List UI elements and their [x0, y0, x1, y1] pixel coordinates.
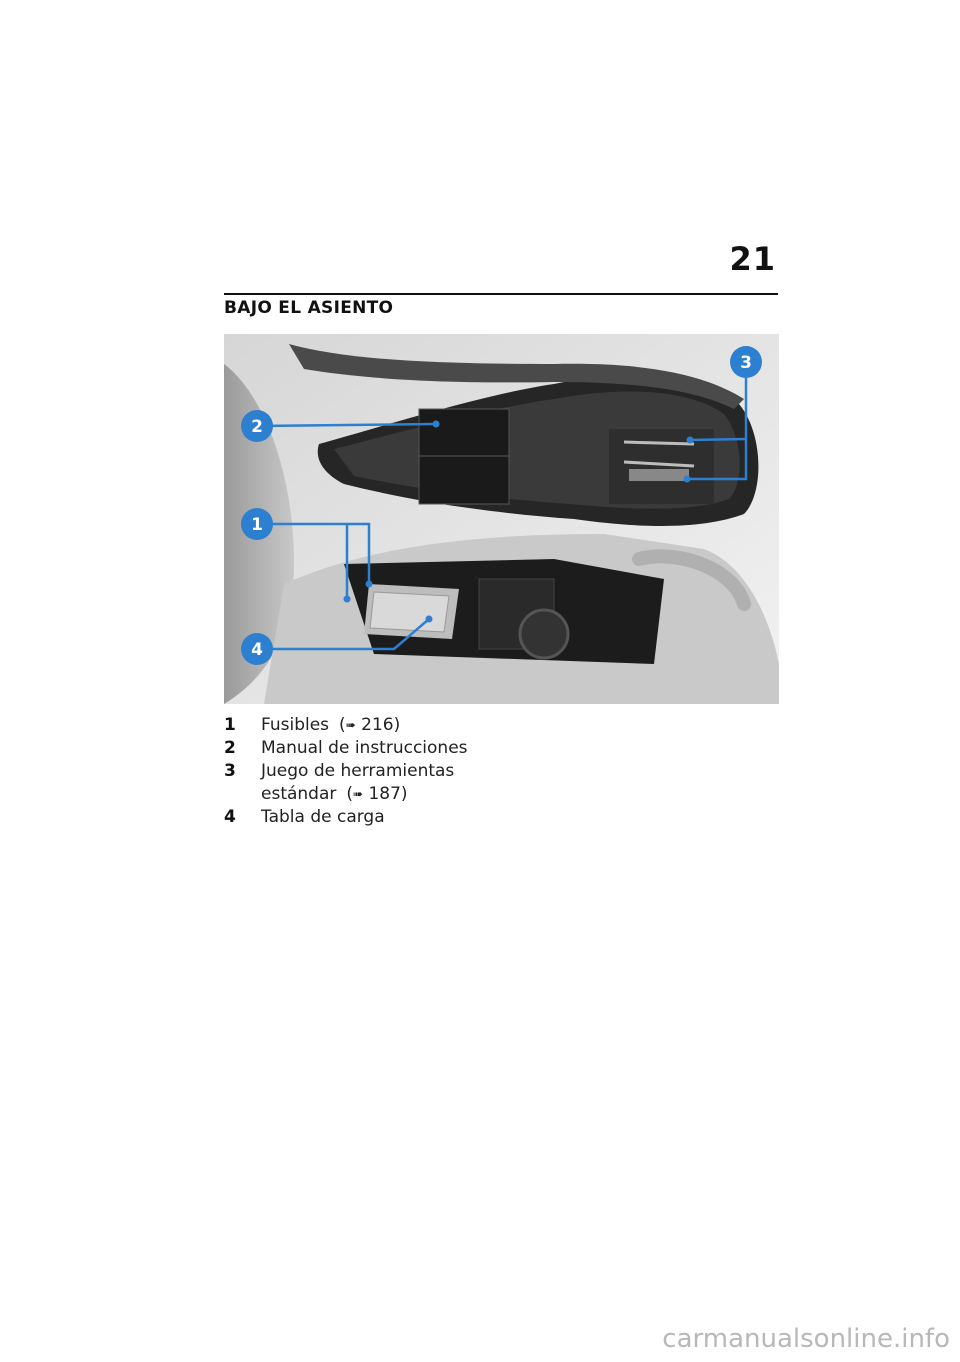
legend-item-manual: 2 Manual de instrucciones — [224, 737, 624, 760]
callout-4-label: 4 — [251, 640, 263, 660]
legend-text-continued: estándar — [261, 784, 337, 804]
callout-2: 2 — [241, 410, 273, 442]
page-reference[interactable]: (➠ 187) — [346, 784, 408, 804]
seat-compartment-figure: 2 3 1 4 — [224, 334, 779, 704]
legend-text: Fusibles — [261, 715, 330, 735]
callout-3: 3 — [730, 346, 762, 378]
legend-text: Juego de herramientas — [261, 761, 455, 781]
callout-3-label: 3 — [740, 353, 752, 373]
legend-number: 3 — [224, 761, 236, 781]
callout-2-label: 2 — [251, 417, 263, 437]
legend-text: Manual de instrucciones — [261, 738, 468, 758]
legend-text: Tabla de carga — [261, 807, 385, 827]
callout-1-label: 1 — [251, 515, 263, 535]
reference-arrow-icon: ➠ — [353, 787, 364, 801]
legend-item-toolkit: 3 Juego de herramientas estándar (➠ 187) — [224, 760, 624, 806]
page-number: 21 — [729, 240, 776, 278]
section-title: BAJO EL ASIENTO — [224, 298, 394, 318]
page-reference[interactable]: (➠ 216) — [339, 715, 401, 735]
reference-arrow-icon: ➠ — [345, 718, 356, 732]
figure-illustration: 2 3 1 4 — [224, 334, 779, 704]
callout-4: 4 — [241, 633, 273, 665]
legend-number: 1 — [224, 715, 236, 735]
watermark: carmanualsonline.info — [662, 1324, 950, 1354]
legend-item-load-table: 4 Tabla de carga — [224, 806, 624, 829]
figure-legend: 1 Fusibles (➠ 216) 2 Manual de instruccio… — [224, 714, 624, 829]
header-rule — [224, 293, 778, 295]
callout-leaders — [256, 362, 748, 651]
legend-item-fuses: 1 Fusibles (➠ 216) — [224, 714, 624, 737]
callout-1: 1 — [241, 508, 273, 540]
legend-number: 4 — [224, 807, 236, 827]
legend-number: 2 — [224, 738, 236, 758]
